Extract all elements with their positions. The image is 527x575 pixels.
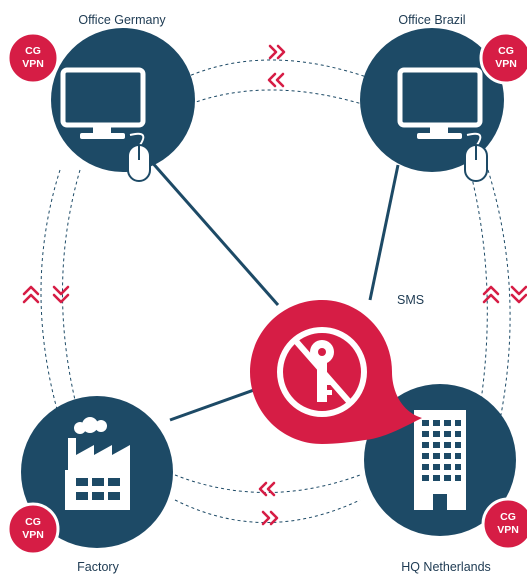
vpn-badge: CG VPN (479, 31, 527, 85)
vpn-badge: CG VPN (6, 502, 60, 556)
link-top-inner (179, 89, 376, 109)
vpn-badge: CG VPN (6, 31, 60, 85)
badge-line-2: VPN (495, 58, 517, 70)
badge-line-2: VPN (22, 529, 44, 541)
node-label-hq-netherlands: HQ Netherlands (401, 560, 491, 574)
node-label-office-brazil: Office Brazil (398, 13, 465, 27)
badge-line-1: CG (500, 511, 516, 523)
node-label-office-germany: Office Germany (78, 13, 166, 27)
sms-label: SMS (397, 293, 424, 307)
computer-icon (60, 67, 151, 182)
node-label-factory: Factory (77, 560, 119, 574)
badge-line-2: VPN (22, 58, 44, 70)
chevron-left-icon (267, 72, 285, 88)
node-factory[interactable] (21, 396, 173, 548)
factory-icon (65, 417, 130, 510)
key-lock-icon (277, 327, 367, 417)
node-sms[interactable] (250, 300, 422, 444)
badge-line-2: VPN (497, 524, 519, 536)
link-right-inner (469, 169, 488, 421)
badge-line-1: CG (25, 516, 41, 528)
dashed-links (40, 59, 511, 523)
office-building-icon (414, 410, 466, 510)
chevron-right-icon (261, 510, 279, 526)
chevron-up-icon (22, 285, 40, 304)
node-office-germany[interactable] (51, 28, 195, 182)
link-bottom-outer (174, 499, 361, 523)
chevron-down-icon (510, 285, 527, 304)
spoke-brazil (368, 164, 400, 301)
chevron-left-icon (258, 481, 276, 497)
chevron-down-icon (52, 285, 70, 304)
chevron-right-icon (268, 44, 286, 60)
link-left-outer (40, 169, 61, 421)
node-office-brazil[interactable] (360, 28, 504, 182)
link-top-outer (179, 59, 376, 81)
solid-links (148, 159, 400, 422)
computer-icon (397, 67, 488, 182)
badge-line-1: CG (498, 45, 514, 57)
chevron-up-icon (482, 285, 500, 304)
badge-line-1: CG (25, 45, 41, 57)
vpn-badge: CG VPN (481, 497, 527, 551)
spoke-factory (169, 383, 269, 422)
link-right-outer (487, 169, 511, 421)
spoke-germany (148, 159, 280, 306)
link-left-inner (62, 169, 81, 421)
